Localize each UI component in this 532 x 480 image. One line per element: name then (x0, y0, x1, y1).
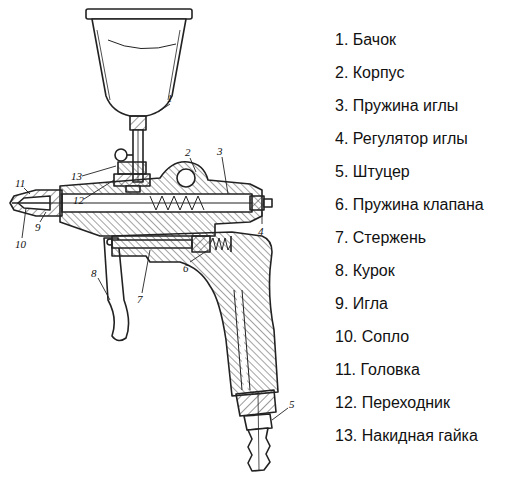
callout-number: 3 (216, 145, 224, 157)
barrel (40, 194, 272, 212)
part-name: 7. Стержень (335, 228, 426, 248)
part-name: 8. Курок (335, 261, 395, 281)
callout-number: 6 (182, 262, 190, 274)
callout-number: 10 (14, 238, 27, 250)
part-name: 2. Корпус (335, 63, 404, 83)
handle (112, 232, 278, 396)
head-and-nozzle (10, 190, 62, 216)
callout-number: 2 (184, 146, 192, 158)
part-name: 11. Головка (335, 360, 420, 380)
part-name: 9. Игла (335, 294, 388, 314)
part-name: 1. Бачок (335, 30, 396, 50)
callout-number: 12 (72, 194, 85, 206)
callout-number: 1 (166, 92, 174, 104)
part-name: 3. Пружина иглы (335, 96, 458, 116)
part-name: 13. Накидная гайка (335, 426, 478, 446)
leader-lines (22, 104, 288, 420)
hose-fitting (236, 390, 276, 471)
part-name: 4. Регулятор иглы (335, 129, 468, 149)
callout-number: 5 (288, 398, 296, 410)
body-housing (60, 162, 262, 236)
part-name: 10. Сопло (335, 327, 409, 347)
callout-number: 4 (257, 225, 265, 237)
tank (86, 9, 192, 182)
part-name: 6. Пружина клапана (335, 195, 484, 215)
part-name: 5. Штуцер (335, 162, 410, 182)
callout-number: 13 (70, 170, 83, 182)
callout-number: 7 (136, 293, 144, 305)
part-name: 12. Переходник (335, 393, 450, 413)
callout-number: 9 (34, 221, 42, 233)
callout-number: 8 (90, 267, 98, 279)
callout-number: 11 (14, 177, 26, 189)
